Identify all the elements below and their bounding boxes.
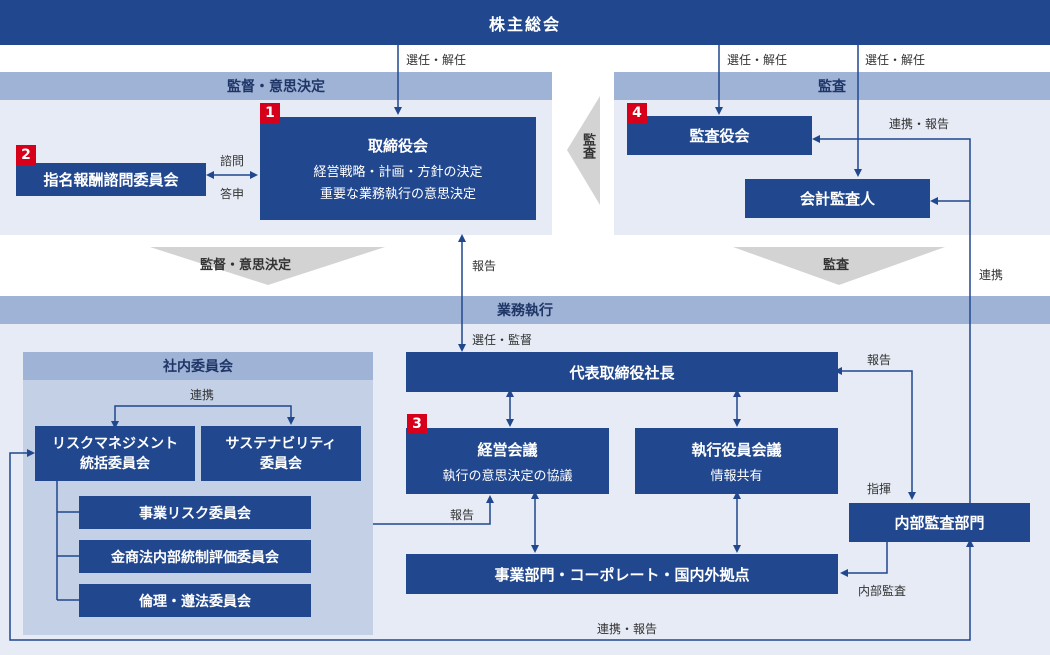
- accounting-auditor: 会計監査人: [745, 179, 930, 218]
- badge-4: 4: [627, 103, 647, 123]
- management-meeting-sub: 執行の意思決定の協議: [442, 468, 573, 484]
- executive-officers-title: 執行役員会議: [691, 440, 782, 459]
- management-meeting: 経営会議 執行の意思決定の協議: [406, 428, 609, 494]
- executive-officers-sub: 情報共有: [710, 468, 763, 484]
- consult-label: 諮問: [220, 154, 245, 168]
- report-label: 答申: [220, 187, 245, 201]
- ethics-committee: 倫理・遵法委員会: [79, 584, 311, 617]
- elect-label-2: 選任・解任: [727, 53, 788, 67]
- audit-board: 監査役会: [627, 116, 812, 155]
- elect-label-3: 選任・解任: [865, 53, 926, 67]
- execution-header: 業務執行: [0, 296, 1050, 324]
- elect-supervise-label: 選任・監督: [472, 333, 533, 347]
- badge-1: 1: [260, 103, 280, 123]
- internal-audit-dept: 内部監査部門: [849, 503, 1030, 542]
- badge-2: 2: [16, 145, 36, 165]
- board-line1: 経営戦略・計画・方針の決定: [313, 165, 483, 180]
- board-line2: 重要な業務執行の意思決定: [319, 187, 476, 202]
- business-risk-committee: 事業リスク委員会: [79, 496, 311, 529]
- business-departments: 事業部門・コーポレート・国内外拠点: [406, 554, 838, 594]
- supervision-down-arrow-label: 監督・意思決定: [200, 258, 292, 273]
- ceo-box: 代表取締役社長: [406, 352, 838, 392]
- report-mgmt-label: 報告: [450, 508, 475, 522]
- audit-down-arrow-label: 監査: [823, 258, 850, 273]
- sustainability-committee: サステナビリティ 委員会: [201, 426, 361, 481]
- coop-report-bottom-label: 連携・報告: [597, 622, 658, 636]
- badge-3: 3: [407, 414, 427, 434]
- fiea-committee: 金商法内部統制評価委員会: [79, 540, 311, 573]
- command-label: 指揮: [867, 482, 892, 496]
- nomination-committee: 指名報酬諮問委員会: [16, 163, 206, 196]
- board-of-directors: 取締役会 経営戦略・計画・方針の決定 重要な業務執行の意思決定: [260, 117, 536, 220]
- audit-side-arrow-label: 監査: [580, 133, 595, 159]
- elect-label-1: 選任・解任: [406, 53, 467, 67]
- audit-header: 監査: [614, 72, 1050, 100]
- committee-header: 社内委員会: [23, 352, 373, 380]
- supervision-header: 監督・意思決定: [0, 72, 552, 100]
- report-board-label: 報告: [472, 259, 497, 273]
- risk-committee: リスクマネジメント 統括委員会: [35, 426, 195, 481]
- shareholders-meeting: 株主総会: [0, 0, 1050, 45]
- board-title: 取締役会: [367, 137, 428, 155]
- executive-officers-meeting: 執行役員会議 情報共有: [635, 428, 838, 494]
- management-meeting-title: 経営会議: [477, 440, 538, 459]
- report-ceo-label: 報告: [867, 353, 892, 367]
- coop-label: 連携: [979, 268, 1004, 282]
- internal-audit-label: 内部監査: [858, 584, 907, 598]
- committees-link-label: 連携: [190, 388, 215, 402]
- coop-report-top-label: 連携・報告: [889, 117, 950, 131]
